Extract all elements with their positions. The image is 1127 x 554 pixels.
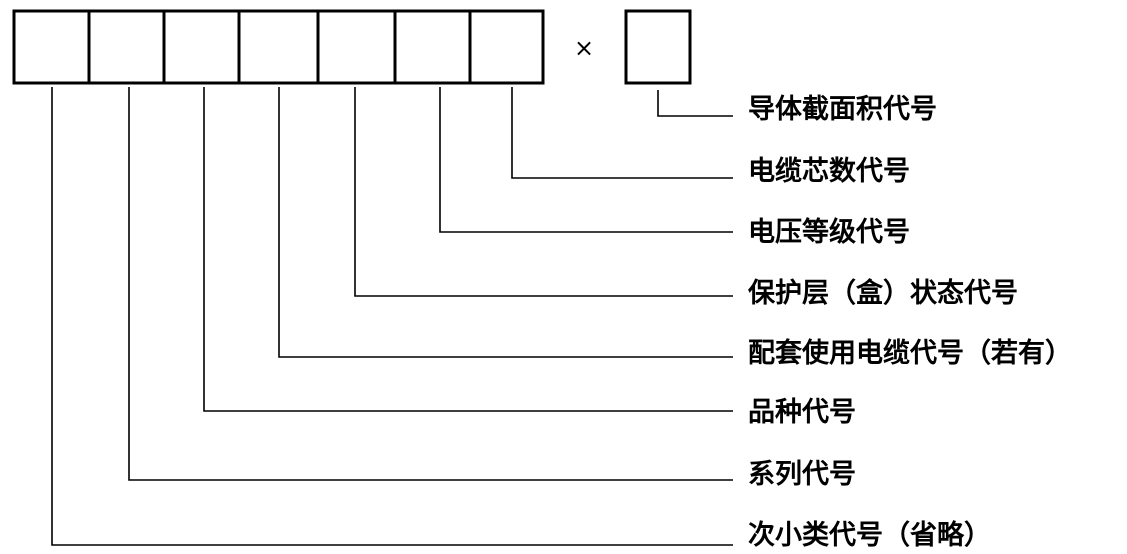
- code-box-7: [468, 9, 545, 85]
- labels: 导体截面积代号 电缆芯数代号 电压等级代号 保护层（盒）状态代号 配套使用电缆代…: [747, 94, 1072, 551]
- code-box-2: [87, 9, 166, 85]
- leader-line-cross-section: [657, 90, 733, 117]
- code-box-1: [12, 9, 91, 85]
- leader-line-core-count: [511, 87, 733, 179]
- leader-line-matching-cable: [278, 87, 733, 358]
- leader-line-variety: [203, 87, 733, 412]
- leader-lines: [51, 87, 733, 546]
- label-voltage: 电压等级代号: [748, 216, 910, 248]
- label-variety: 品种代号: [748, 397, 856, 428]
- code-box-3: [162, 9, 241, 85]
- code-box-6: [393, 9, 472, 85]
- leader-line-voltage: [439, 87, 733, 233]
- label-protection: 保护层（盒）状态代号: [747, 277, 1018, 309]
- multiply-sign: ×: [574, 34, 594, 62]
- label-series: 系列代号: [748, 459, 856, 490]
- label-cross-section: 导体截面积代号: [748, 94, 937, 125]
- label-core-count: 电缆芯数代号: [748, 156, 910, 187]
- cross-section-box: [624, 9, 692, 85]
- code-box-row: [12, 9, 545, 85]
- leader-line-protection: [354, 87, 733, 297]
- leader-line-subclass: [51, 87, 733, 546]
- label-matching-cable: 配套使用电缆代号（若有）: [748, 338, 1072, 369]
- code-box-5: [316, 9, 397, 85]
- leader-line-series: [128, 87, 733, 481]
- code-box-4: [237, 9, 320, 85]
- label-subclass: 次小类代号（省略）: [748, 519, 991, 551]
